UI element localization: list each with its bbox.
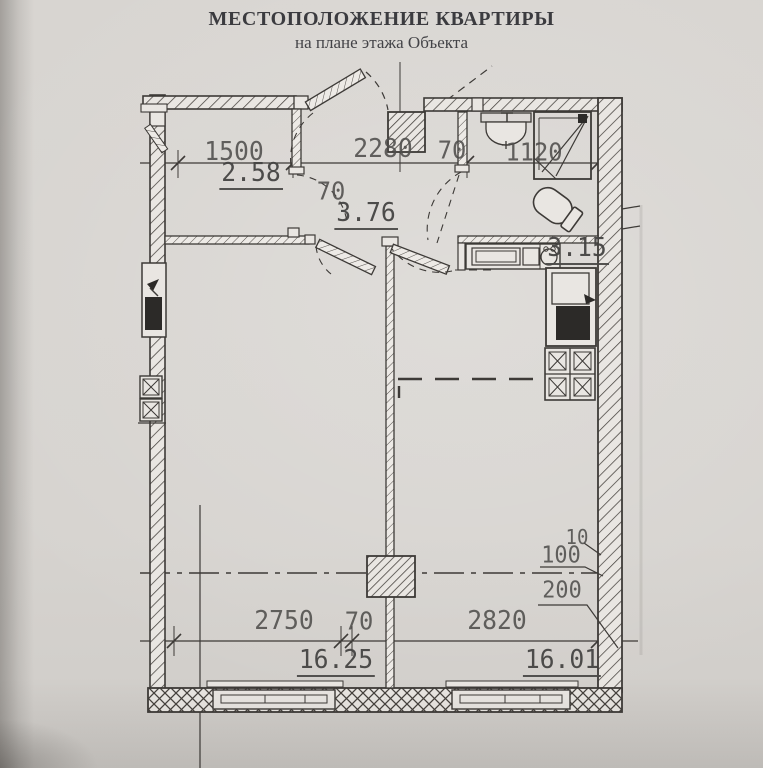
wall-post [149, 111, 166, 127]
utility-cabinet-icon [545, 267, 597, 347]
entry-door [290, 68, 389, 167]
windows [206, 680, 579, 710]
utility-shafts-right [544, 267, 597, 401]
bathroom-fixtures [480, 111, 592, 233]
wardrobe-door-swing [296, 174, 348, 223]
kitchen-room-door-leaf [389, 243, 451, 276]
vent-shaft-icon [138, 375, 166, 424]
right-wall [597, 97, 623, 693]
plan-header: МЕСТОПОЛОЖЕНИЕ КВАРТИРЫ на плане этажа О… [0, 8, 763, 53]
kitchen-units [465, 243, 561, 270]
entry-door-swing [365, 71, 389, 111]
interior-walls [164, 108, 599, 689]
interior-doors [296, 171, 492, 276]
entry-door-swing-inner [290, 112, 314, 167]
living-room-door-swing [315, 245, 332, 275]
bathroom-left-wall [457, 111, 468, 170]
wall-cap [454, 164, 470, 173]
wall-post [287, 227, 300, 238]
appliance-icon [471, 247, 521, 266]
bathroom-door-leaf-open [436, 174, 460, 244]
wardrobe-bottom-wall [164, 235, 310, 245]
appliance-inner [475, 250, 517, 263]
cabinet-icon [522, 247, 540, 266]
entry-pier [387, 111, 426, 153]
wardrobe-right-wall [291, 108, 302, 171]
wall-stub [457, 242, 466, 271]
bathroom-door-swing [426, 171, 462, 241]
leader-lines [538, 542, 619, 649]
middle-partition-wall [385, 245, 395, 689]
entry-door-leaf [304, 68, 367, 112]
window-right [445, 680, 579, 710]
wall-cap [288, 166, 305, 175]
page-subtitle: на плане этажа Объекта [295, 33, 468, 52]
bathroom-bottom-wall [457, 235, 599, 244]
vent-shaft-icon [544, 347, 596, 401]
fire-cabinet-icon [141, 262, 167, 338]
kitchen-sink-icon [540, 246, 558, 266]
window-left [206, 680, 344, 710]
misc-marks [199, 65, 643, 768]
page-title: МЕСТОПОЛОЖЕНИЕ КВАРТИРЫ [208, 8, 555, 30]
wall-post [471, 97, 484, 112]
toilet-icon [532, 186, 584, 233]
sink-icon [480, 112, 532, 149]
utility-shafts-left [138, 262, 167, 424]
wall-post [381, 236, 399, 247]
top-wall-right [423, 97, 623, 112]
neighbor-door-leaf [144, 123, 169, 154]
wall-post [304, 234, 316, 245]
living-room-door-leaf [314, 238, 377, 276]
structural-pier [366, 555, 416, 598]
neighbor-wall-stub [140, 103, 168, 113]
shower-icon [533, 111, 592, 180]
